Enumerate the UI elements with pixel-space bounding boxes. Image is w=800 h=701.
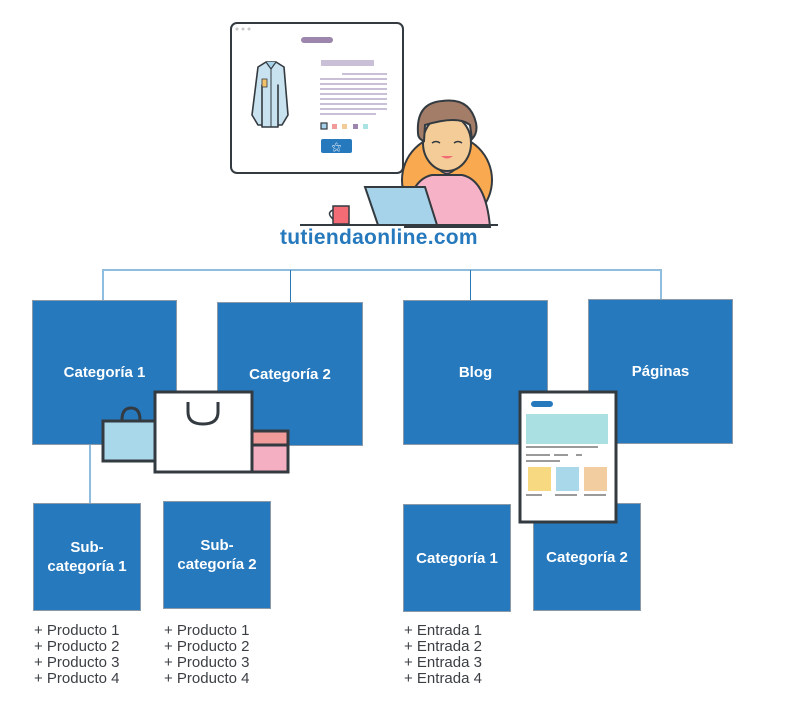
list-item[interactable]: + Producto 1 [34,622,120,639]
cart-button-icon: ⚝ [321,139,352,153]
blog-page-icon [518,390,618,524]
list-item[interactable]: + Entrada 3 [404,654,482,671]
list-item[interactable]: + Producto 4 [34,670,120,687]
list-item[interactable]: + Producto 3 [164,654,250,671]
header-illustration: ⚝ [230,22,498,228]
connector-subcat1 [89,445,91,503]
node-label: Categoría 2 [249,365,331,383]
node-label: Blog [458,364,493,381]
connector-blog [470,270,471,301]
node-label: Sub-categoría 2 [177,537,257,573]
shirt-icon [251,61,289,128]
connector-paginas [660,269,662,300]
svg-text:⚝: ⚝ [332,142,342,153]
list-item[interactable]: + Producto 2 [164,638,250,655]
connector-cat2 [290,270,291,303]
node-blog-categoria-1[interactable]: Categoría 1 [403,504,511,612]
list-item[interactable]: + Producto 3 [34,654,120,671]
connector-horizontal [102,269,662,271]
node-subcategoria-1[interactable]: Sub-categoría 1 [33,503,141,611]
list-item[interactable]: + Producto 2 [34,638,120,655]
list-item[interactable]: + Entrada 4 [404,670,482,687]
node-label: Categoría 1 [63,364,146,381]
list-subcategoria-2: + Producto 1 + Producto 2 + Producto 3 +… [164,623,249,687]
list-item[interactable]: + Producto 1 [164,622,250,639]
shopping-bags-icon [101,390,290,474]
list-subcategoria-1: + Producto 1 + Producto 2 + Producto 3 +… [34,623,119,687]
node-label: Categoría 2 [546,548,628,566]
list-item[interactable]: + Entrada 1 [404,622,482,639]
laptop-icon [363,186,439,226]
list-blog-categoria-1: + Entrada 1 + Entrada 2 + Entrada 3 + En… [404,623,482,687]
mug-icon [328,205,350,225]
node-label: Páginas [631,363,690,380]
list-item[interactable]: + Entrada 2 [404,638,482,655]
list-item[interactable]: + Producto 4 [164,670,250,687]
product-page-window: ⚝ [230,22,404,174]
site-name: tutiendaonline.com [280,226,478,249]
node-label: Sub-categoría 1 [47,539,127,575]
node-label: Categoría 1 [416,549,498,567]
connector-cat1 [102,269,104,301]
node-subcategoria-2[interactable]: Sub-categoría 2 [163,501,271,609]
